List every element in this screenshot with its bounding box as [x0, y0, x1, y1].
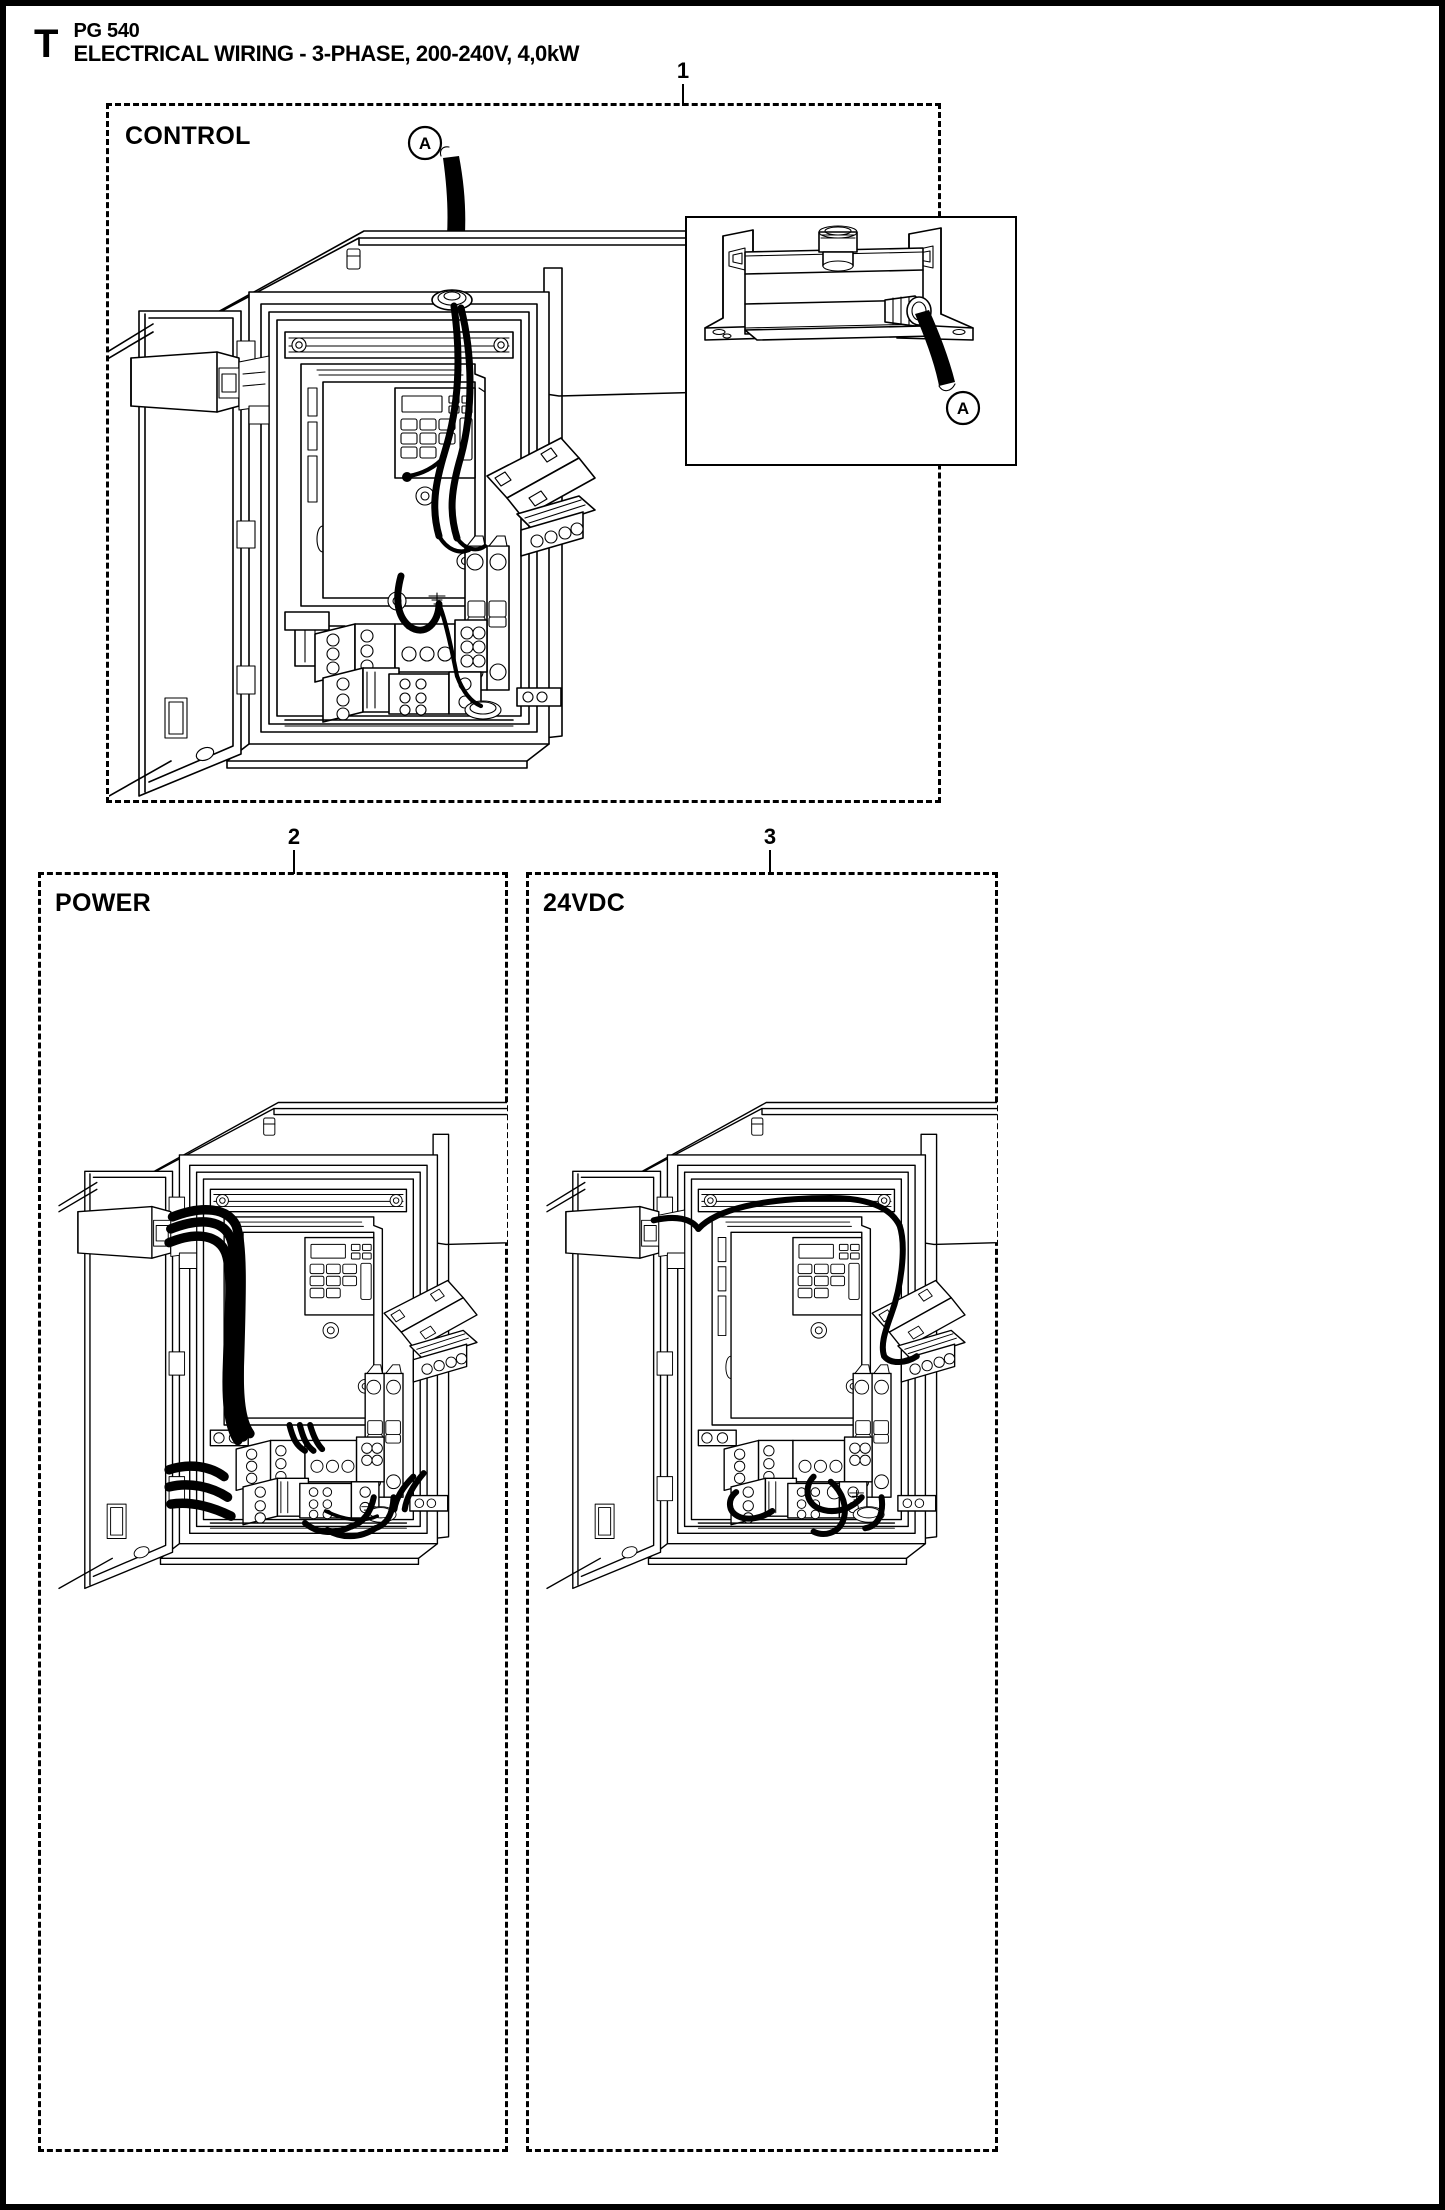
- page-title: ELECTRICAL WIRING - 3-PHASE, 200-240V, 4…: [73, 41, 580, 67]
- callout-1-leader: [682, 84, 684, 106]
- model-name: PG 540: [73, 20, 140, 42]
- ground-symbol: [428, 592, 446, 605]
- section-letter: T: [34, 22, 58, 66]
- panel-control: CONTROL A: [106, 103, 1017, 806]
- panel-24vdc-label: 24VDC: [543, 889, 626, 917]
- callout-2: 2: [287, 824, 301, 849]
- title-block: PG 540 ELECTRICAL WIRING - 3-PHASE, 200-…: [73, 20, 579, 67]
- callout-3-leader: [769, 850, 771, 874]
- panel-control-label: CONTROL: [125, 122, 251, 150]
- callout-2-leader: [293, 850, 295, 874]
- panel-power: POWER: [38, 872, 508, 2152]
- panel-power-label: POWER: [55, 889, 151, 917]
- callout-3: 3: [763, 824, 777, 849]
- power-enclosure-drawing: [41, 875, 507, 2151]
- panel-24vdc: 24VDC: [526, 872, 998, 2152]
- control-enclosure-drawing: A: [109, 106, 944, 806]
- ground-symbol: [849, 1489, 864, 1501]
- vdc-enclosure-drawing: [529, 875, 997, 2151]
- callout-1: 1: [676, 58, 690, 83]
- page-header: T PG 540 ELECTRICAL WIRING - 3-PHASE, 20…: [34, 20, 579, 67]
- wire-marker-a: A: [419, 134, 431, 153]
- wire-marker-a-inset: A: [957, 399, 969, 418]
- inset-sensor-detail: A: [685, 216, 1017, 466]
